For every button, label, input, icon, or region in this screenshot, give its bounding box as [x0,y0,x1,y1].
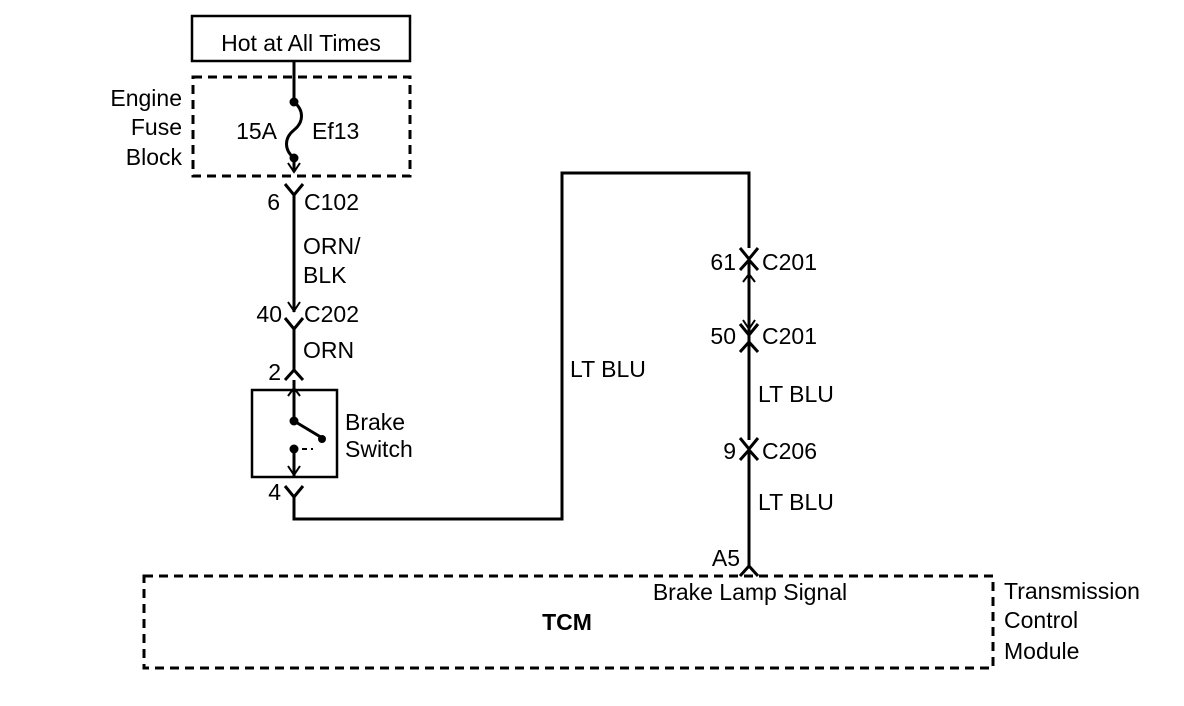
fuse-rating: 15A [236,118,278,144]
tcm-pin: A5 [712,545,740,571]
c201-top-name: C201 [762,249,817,275]
tcm-full-name-1: Transmission [1004,578,1140,604]
c102-name: C102 [304,189,359,215]
fuse-block-box [191,75,412,178]
lt-blu-label-low: LT BLU [758,489,834,515]
fuse-id: Ef13 [312,118,359,144]
c201-bottom-pin: 50 [710,323,736,349]
tcm-full-name-2: Control [1004,607,1078,633]
tcm-full-name-3: Module [1004,638,1079,664]
brake-switch-label-1: Brake [345,409,405,435]
c102-connector-symbol [283,183,305,198]
fuse-block-label-3: Block [126,144,183,170]
orn-blk-arrow [287,301,301,313]
tcm-signal-label: Brake Lamp Signal [653,579,847,605]
brake-switch-pin2-connector [283,367,305,382]
c202-pin: 40 [256,301,282,327]
brake-switch-blade-tip [318,435,326,443]
brake-switch-label-2: Switch [345,436,413,462]
c206-pin: 9 [723,438,736,464]
brake-switch-blade [293,419,325,441]
brake-switch-pin4-connector [283,485,305,500]
c202-connector-symbol [283,317,305,332]
power-source-box [190,14,412,63]
brake-switch-pin-out: 4 [268,479,281,505]
orn-blk-label-1: ORN/ [303,233,361,259]
c201-bottom-connector-symbol [738,323,760,338]
c201-bottom-name: C201 [762,323,817,349]
lt-blu-label-long: LT BLU [570,356,646,382]
brake-switch-pin-in: 2 [268,359,281,385]
c202-name: C202 [304,301,359,327]
c201-top-connector-symbol [738,247,760,262]
tcm-pin-connector [738,563,760,578]
lt-blu-label-mid: LT BLU [758,381,834,407]
brake-switch-lower-arrow [287,465,301,477]
orn-label: ORN [303,337,354,363]
tcm-box [142,574,995,670]
lt-blu-wire-long [292,171,751,521]
c201-jumper-arrow-bottom [742,319,756,331]
c206-name: C206 [762,438,817,464]
orn-blk-label-2: BLK [303,262,347,288]
c201-top-pin: 61 [710,249,736,275]
fuse-block-label-1: Engine [110,85,182,111]
tcm-short-name: TCM [542,609,592,635]
fuse-block-label-2: Fuse [131,114,182,140]
power-source-label: Hot at All Times [221,30,381,56]
fuse-symbol [285,100,303,160]
c102-pin: 6 [267,189,280,215]
c201-jumper-arrow-top [742,272,756,283]
brake-switch-upper-arrow [287,386,301,397]
